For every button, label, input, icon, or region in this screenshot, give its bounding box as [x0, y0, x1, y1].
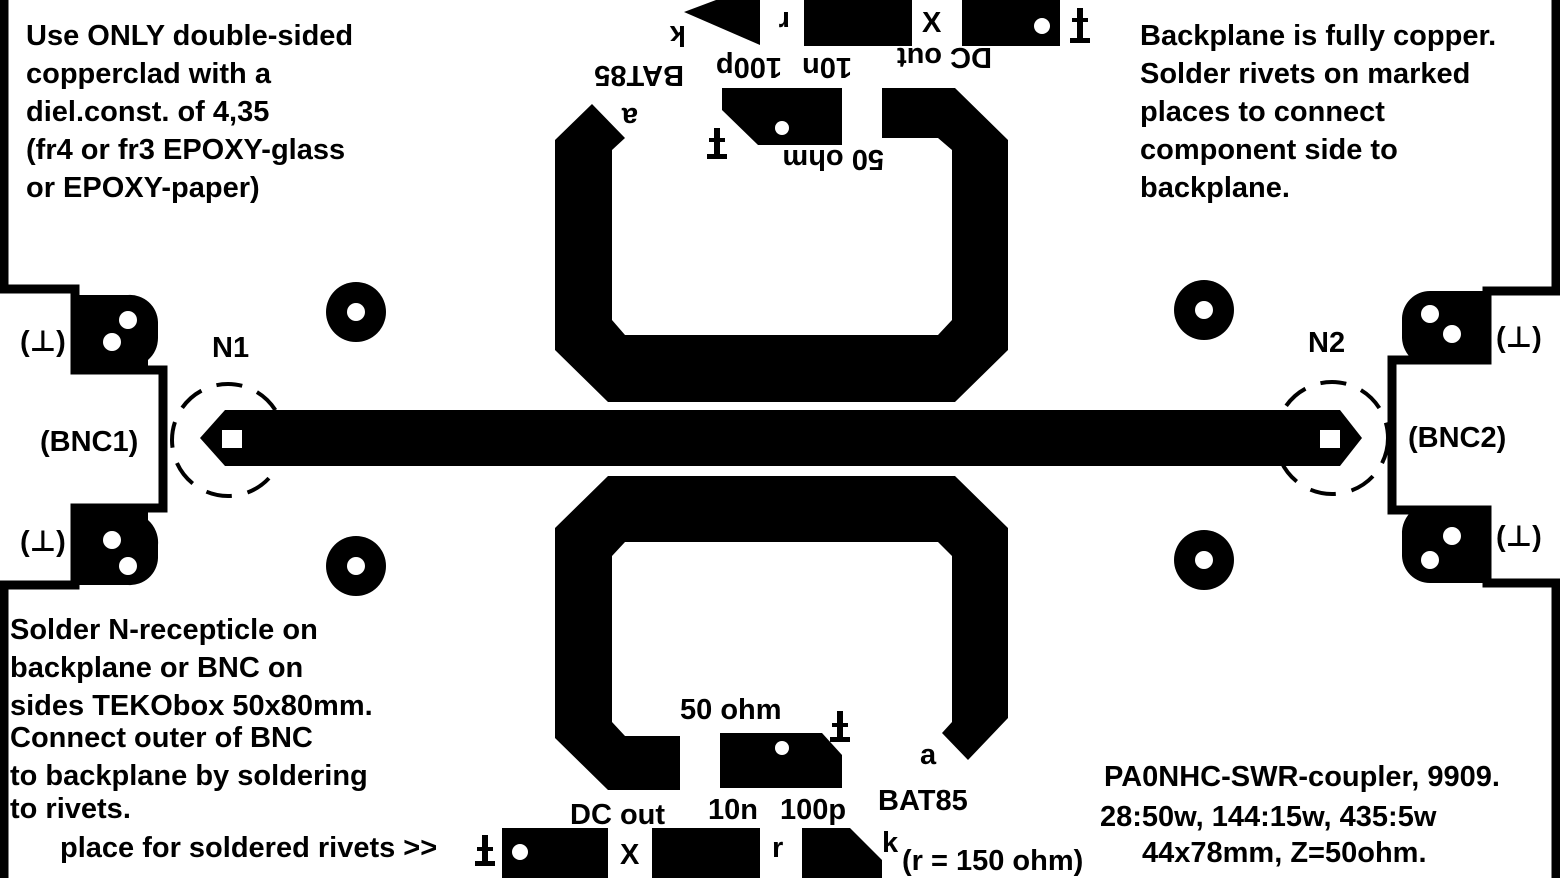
top-x-label: X — [922, 7, 942, 39]
top-coupling-loop — [555, 88, 1008, 402]
n1-label: N1 — [212, 332, 249, 364]
n2-label: N2 — [1308, 327, 1345, 359]
bottom-bat85-label: BAT85 — [878, 785, 968, 817]
bottom-dc-out-label: DC out — [570, 799, 665, 831]
top-10n-label: 10n — [802, 51, 852, 83]
bottom-10n-label: 10n — [708, 794, 758, 826]
top-anode-label: a — [621, 101, 638, 133]
top-component-pads — [684, 0, 1060, 145]
ground-marker-right-top: (⊥) — [1496, 322, 1542, 354]
ground-marker-right-bottom: (⊥) — [1496, 521, 1542, 553]
top-50ohm-label: 50 ohm — [782, 143, 884, 175]
top-dc-out-label: DC out — [897, 41, 992, 73]
rivet-symbols — [475, 8, 1090, 866]
right-connector-ground-pads — [1401, 290, 1487, 583]
svg-text:Use ONLY double-sided: Use ONLY double-sided — [26, 20, 353, 52]
svg-text:Solder rivets on marked: Solder rivets on marked — [1140, 58, 1470, 90]
svg-text:28:50w, 144:15w, 435:5w: 28:50w, 144:15w, 435:5w — [1100, 801, 1437, 833]
note-bottom-right: PA0NHC-SWR-coupler, 9909. 28:50w, 144:15… — [1100, 761, 1500, 869]
bottom-coupling-loop — [555, 476, 1008, 790]
top-r-label: r — [779, 5, 790, 37]
ground-marker-left-top: (⊥) — [20, 326, 66, 358]
rivet-symbol-top-right — [1070, 8, 1090, 43]
note-top-left: Use ONLY double-sided copperclad with a … — [26, 20, 353, 204]
n-connector-outlines — [170, 380, 1390, 498]
bnc1-label: (BNC1) — [40, 426, 138, 458]
main-through-line — [200, 410, 1362, 466]
bottom-100p-label: 100p — [780, 794, 846, 826]
svg-text:diel.const. of 4,35: diel.const. of 4,35 — [26, 96, 269, 128]
note-top-right: Backplane is fully copper. Solder rivets… — [1140, 20, 1496, 204]
svg-text:to backplane by soldering: to backplane by soldering — [10, 760, 368, 792]
bnc2-label: (BNC2) — [1408, 422, 1506, 454]
top-100p-label: 100p — [716, 51, 782, 83]
svg-text:backplane.: backplane. — [1140, 172, 1290, 204]
bottom-anode-label: a — [920, 739, 937, 771]
svg-text:places to connect: places to connect — [1140, 96, 1385, 128]
svg-text:(fr4 or fr3 EPOXY-glass: (fr4 or fr3 EPOXY-glass — [26, 134, 345, 166]
rivet-place-label: place for soldered rivets >> — [60, 832, 437, 864]
svg-text:Backplane is fully copper.: Backplane is fully copper. — [1140, 20, 1496, 52]
note-bottom-left: Solder N-recepticle on backplane or BNC … — [10, 614, 373, 825]
svg-text:sides TEKObox 50x80mm.: sides TEKObox 50x80mm. — [10, 690, 373, 722]
rivet-symbol-bottom-mid — [830, 711, 850, 742]
svg-text:Connect outer of BNC: Connect outer of BNC — [10, 722, 313, 754]
svg-text:Solder N-recepticle on: Solder N-recepticle on — [10, 614, 318, 646]
svg-text:component side to: component side to — [1140, 134, 1398, 166]
svg-text:44x78mm, Z=50ohm.: 44x78mm, Z=50ohm. — [1142, 837, 1427, 869]
bottom-component-pads — [502, 733, 882, 878]
svg-text:backplane or BNC on: backplane or BNC on — [10, 652, 303, 684]
top-bat85-label: BAT85 — [594, 59, 684, 91]
svg-text:to rivets.: to rivets. — [10, 793, 131, 825]
bottom-cathode-label: k — [882, 827, 899, 859]
r-value-label: (r = 150 ohm) — [902, 845, 1083, 877]
rivet-symbol-top-mid — [707, 128, 727, 159]
svg-text:or EPOXY-paper): or EPOXY-paper) — [26, 172, 260, 204]
svg-text:copperclad with a: copperclad with a — [26, 58, 272, 90]
bottom-50ohm-label: 50 ohm — [680, 694, 782, 726]
ground-marker-left-bottom: (⊥) — [20, 526, 66, 558]
rivet-symbol-bottom-left — [475, 835, 495, 866]
top-cathode-label: k — [669, 19, 686, 51]
svg-text:PA0NHC-SWR-coupler, 9909.: PA0NHC-SWR-coupler, 9909. — [1104, 761, 1500, 793]
mounting-holes — [326, 280, 1234, 596]
bottom-x-label: X — [620, 839, 640, 871]
bottom-r-label: r — [772, 832, 783, 864]
left-connector-ground-pads — [75, 294, 159, 586]
